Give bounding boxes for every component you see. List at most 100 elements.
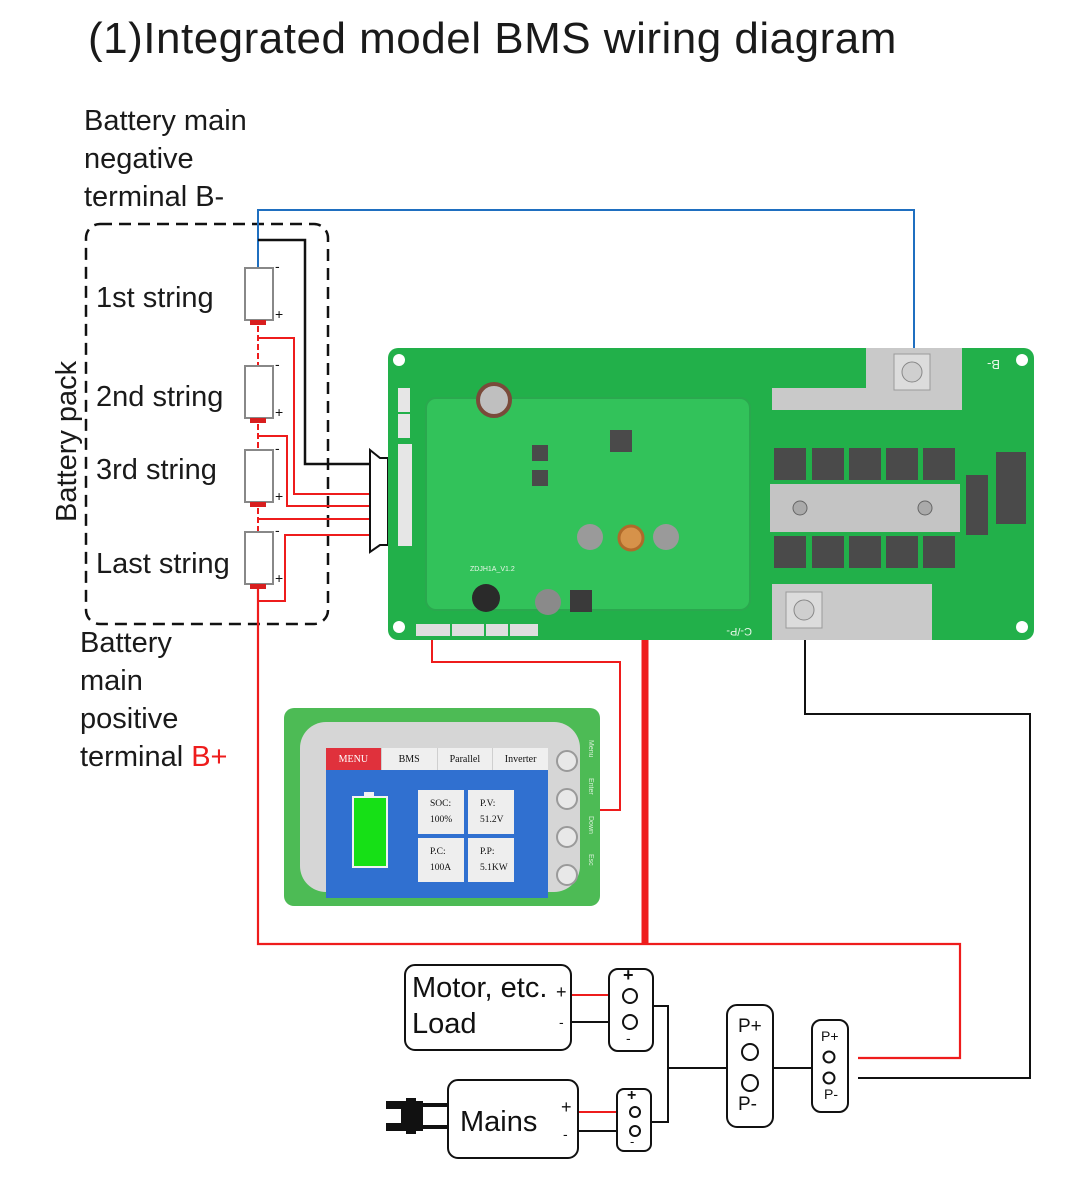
down-button[interactable] [556,826,578,848]
negative-terminal-label: Battery main negative terminal B- [84,102,247,216]
negative-terminal-line-1: Battery main [84,105,247,137]
wire-b-minus-blue [257,209,915,368]
load-minus-terminal [622,1014,638,1030]
load-minus-sign: - [559,1014,564,1030]
tab-bms[interactable]: BMS [382,748,438,770]
string-label-3: 3rd string [96,454,217,486]
wire-display-link [431,632,621,811]
mains-connector-minus: - [630,1134,635,1149]
pp-cell: P.P: 5.1KW [468,838,514,882]
cell-1-pos: + [275,306,284,322]
mains-minus-sign: - [563,1126,568,1142]
wire-sense-4 [258,534,376,602]
display-bezel: MENU BMS Parallel Inverter SOC: 100% P.V… [300,722,580,898]
negative-terminal-line-2: negative [84,143,194,175]
positive-terminal-line-3: positive [80,703,179,735]
string-label-last: Last string [96,548,230,580]
mid-plus-terminal [741,1043,759,1061]
load-connector-plus: + [623,965,634,985]
right-connector-minus-label: P- [824,1086,838,1102]
right-connector-plus-label: P+ [821,1028,839,1044]
wire-bus-junction [650,1005,669,1123]
display-screen: MENU BMS Parallel Inverter SOC: 100% P.V… [326,748,548,898]
wire-sense-1 [258,337,376,495]
battery-icon-cap [364,792,374,796]
display-module: MENU BMS Parallel Inverter SOC: 100% P.V… [284,708,600,906]
soc-label: SOC: [430,799,452,809]
pcb-cp-minus-label: C-/P- [726,625,752,637]
menu-button[interactable] [556,750,578,772]
pcb-model-text: ZDJH1A_V1.2 [470,566,515,573]
pv-cell: P.V: 51.2V [468,790,514,834]
b-plus-text: B+ [191,741,228,773]
down-button-label: Down [587,816,594,834]
wire-p-minus [804,628,1031,1079]
cell-1-neg: - [275,258,280,274]
tab-inverter[interactable]: Inverter [504,753,537,765]
load-box [404,964,572,1051]
wire-sense-2 [258,435,376,507]
pc-cell: P.C: 100A [418,838,464,882]
enter-button-label: Enter [587,778,594,795]
esc-button-label: Esc [587,854,594,866]
mains-plus-terminal [629,1106,641,1118]
mains-plus-sign: + [561,1097,572,1117]
load-connector [608,968,654,1052]
soc-cell: SOC: 100% [418,790,464,834]
buzzer [472,584,500,612]
esc-button[interactable] [556,864,578,886]
enter-button[interactable] [556,788,578,810]
pc-label: P.C: [430,847,446,857]
pv-label: P.V: [480,799,496,809]
tab-parallel[interactable]: Parallel [438,748,494,770]
sampling-plug [369,447,389,554]
right-minus-terminal [822,1071,836,1085]
positive-terminal-label: Battery main positive terminal B+ [80,624,227,776]
mains-connector-plus: + [627,1087,637,1104]
mains-box [447,1079,579,1159]
cell-3-neg: - [275,440,280,456]
load-label: Motor, etc. Load [412,970,547,1042]
cell-2-neg: - [275,356,280,372]
string-label-1: 1st string [96,282,214,314]
mains-label: Mains [460,1106,538,1138]
mid-connector [726,1004,774,1128]
battery-level-icon [352,796,388,868]
mid-connector-minus-label: P- [738,1094,757,1115]
soc-value: 100% [430,815,453,825]
tab-menu[interactable]: MENU [326,748,382,770]
load-plus-terminal [622,988,638,1004]
mid-minus-terminal [741,1074,759,1092]
positive-terminal-line-2: main [80,665,143,697]
load-label-line-2: Load [412,1008,477,1040]
load-connector-minus: - [626,1030,631,1046]
page-title: (1)Integrated model BMS wiring diagram [88,14,897,63]
mains-connector [616,1088,652,1152]
menu-button-label: Menu [587,740,594,758]
pcb-b-minus-label: B- [987,357,1000,372]
battery-pack-outline [84,222,330,626]
pp-label: P.P: [480,847,495,857]
battery-cell-2 [244,365,274,423]
pp-value: 5.1KW [480,863,508,873]
negative-terminal-line-3: terminal B- [84,181,225,213]
right-plus-terminal [822,1050,836,1064]
display-tabs: MENU BMS Parallel Inverter [326,748,548,770]
mid-connector-plus-label: P+ [738,1016,762,1037]
cell-3-pos: + [275,488,284,504]
cell-last-pos: + [275,570,284,586]
mains-minus-terminal [629,1125,641,1137]
wire-sense-b-minus [258,238,376,466]
battery-cell-1 [244,267,274,325]
bms-pcb-board [388,348,1034,640]
plug-icon [386,1098,449,1134]
battery-cell-last [244,531,274,589]
cell-last-neg: - [275,522,280,538]
pv-value: 51.2V [480,815,504,825]
positive-terminal-line-1: Battery [80,627,172,659]
string-label-2: 2nd string [96,381,224,413]
pc-value: 100A [430,863,452,873]
load-plus-sign: + [556,982,567,1002]
cell-2-pos: + [275,404,284,420]
